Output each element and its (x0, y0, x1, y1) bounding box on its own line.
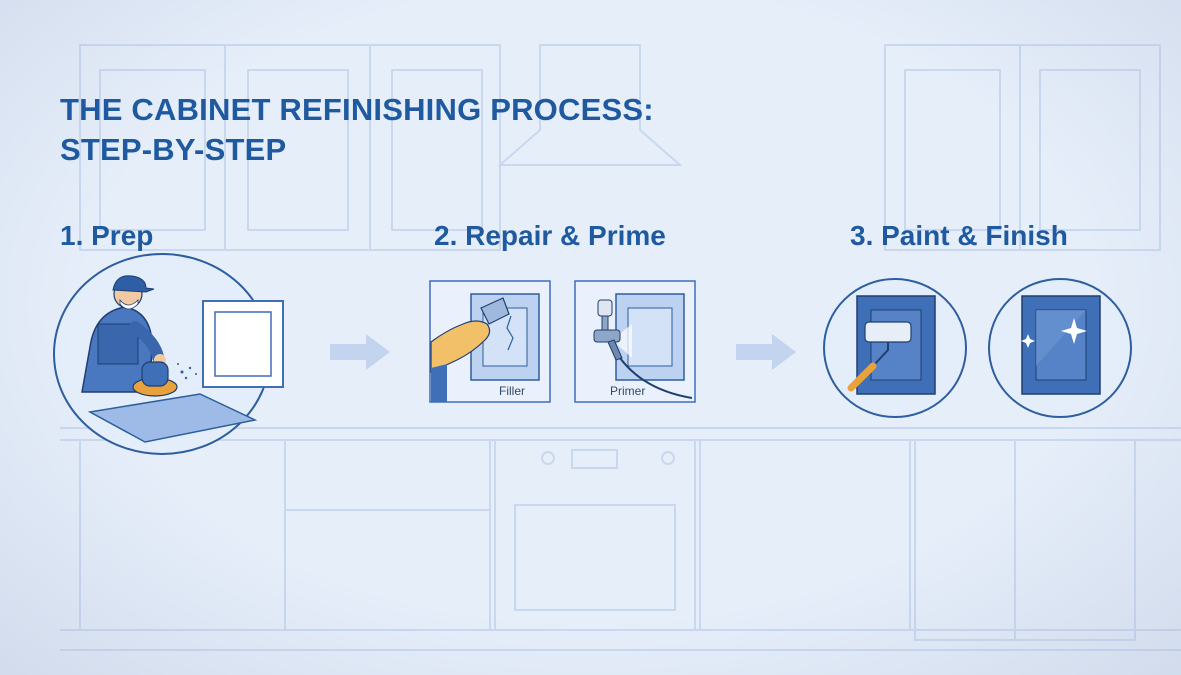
spray-gun-icon (574, 280, 696, 403)
filler-label: Filler (499, 384, 525, 398)
cabinet-door-outline-icon (202, 300, 284, 388)
arrow-right-icon (736, 334, 796, 370)
title-line-2: STEP-BY-STEP (60, 132, 287, 167)
arrow-right-icon (330, 334, 390, 370)
paint-roller-icon (823, 278, 967, 418)
step-2-heading: 2. Repair & Prime (434, 220, 666, 251)
title-line-1: THE CABINET REFINISHING PROCESS: (60, 92, 654, 127)
sparkle-icon (988, 278, 1132, 418)
putty-knife-hand-icon (429, 280, 551, 403)
page-title: THE CABINET REFINISHING PROCESS: STEP-BY… (60, 90, 654, 170)
primer-label: Primer (610, 384, 646, 398)
step-3-heading: 3. Paint & Finish (850, 220, 1068, 251)
step-1-heading: 1. Prep (60, 220, 154, 251)
